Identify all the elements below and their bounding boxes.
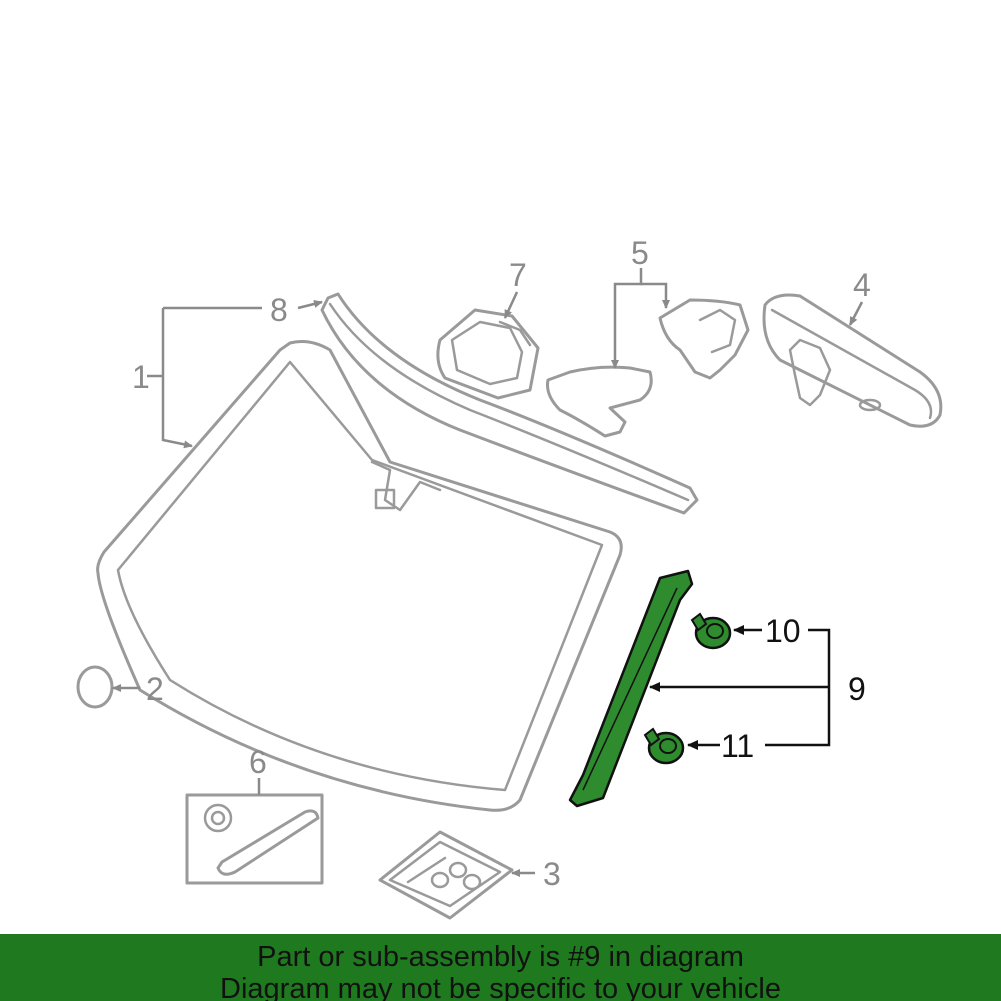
- banner-line-1: Part or sub-assembly is #9 in diagram: [257, 941, 744, 973]
- rearview-mirror-part-4: [762, 293, 943, 428]
- pillar-molding-part-9: [568, 569, 694, 808]
- callout-3: 3: [543, 856, 561, 892]
- windshield-part-1: [96, 340, 623, 812]
- callout-5: 5: [631, 235, 649, 271]
- clip-part-11: [643, 727, 685, 765]
- callout-8: 8: [270, 292, 288, 328]
- info-banner: Part or sub-assembly is #9 in diagram Di…: [0, 934, 1001, 1001]
- clip-part-10: [690, 612, 732, 650]
- callout-6: 6: [249, 744, 267, 780]
- mirror-cover-part-5: [546, 298, 750, 438]
- primer-kit-part-3: [378, 830, 514, 920]
- callout-2: 2: [146, 671, 164, 707]
- callout-10: 10: [765, 613, 801, 649]
- rain-sensor-part-7: [436, 308, 540, 400]
- callout-7: 7: [509, 257, 527, 293]
- adhesive-kit-part-6: [185, 793, 324, 885]
- leader-lines: [112, 268, 864, 877]
- callout-9: 9: [848, 671, 866, 707]
- callout-1: 1: [132, 359, 150, 395]
- callout-4: 4: [853, 267, 871, 303]
- banner-line-2: Diagram may not be specific to your vehi…: [220, 973, 781, 1001]
- callout-11: 11: [721, 728, 754, 764]
- clip-part-2: [76, 665, 114, 709]
- top-molding-part-8: [320, 292, 699, 515]
